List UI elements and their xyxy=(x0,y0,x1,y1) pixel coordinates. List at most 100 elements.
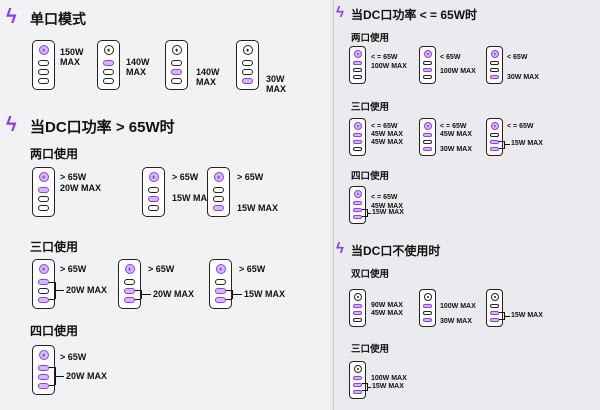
power-label: 100W MAX xyxy=(371,63,407,70)
usb-c-port-icon xyxy=(37,60,50,66)
right-panel: ϟ 当DC口功率 < = 65W时 两口使用 < = 65W 100W MAX … xyxy=(333,0,600,410)
charger-device xyxy=(142,167,165,217)
bracket-line xyxy=(362,216,367,218)
usb-c-port-icon xyxy=(212,205,225,211)
charger-device xyxy=(236,40,259,90)
usb-c-port-icon xyxy=(102,78,115,84)
usb-c-port-icon xyxy=(123,279,136,285)
dc-port-icon xyxy=(423,293,432,301)
charger-device xyxy=(486,46,503,84)
usb-c-port-icon xyxy=(353,208,362,212)
bracket-line xyxy=(49,299,55,301)
dc-port-icon xyxy=(490,293,499,301)
charger-device xyxy=(207,167,230,217)
subsection-title-dual-port: 双口使用 xyxy=(351,269,390,280)
charger-device xyxy=(419,46,436,84)
lightning-bolt-icon: ϟ xyxy=(6,114,17,136)
power-label: 100W MAX xyxy=(440,68,476,75)
power-label: 15W MAX xyxy=(172,193,214,203)
section-title-dc-unused: 当DC口不使用时 xyxy=(351,244,441,258)
subsection-title-four-port: 四口使用 xyxy=(30,324,79,338)
power-label: 15W MAX xyxy=(372,383,404,390)
dc-port-icon xyxy=(38,45,49,55)
usb-c-port-icon xyxy=(490,147,499,151)
bracket-line xyxy=(135,290,141,292)
charger-device xyxy=(97,40,120,90)
dc-port-icon xyxy=(490,122,499,130)
dc-port-icon xyxy=(353,190,362,198)
usb-c-port-icon xyxy=(423,68,432,72)
usb-c-port-icon xyxy=(37,383,50,389)
usb-c-port-icon xyxy=(37,288,50,294)
dc-port-icon xyxy=(423,122,432,130)
usb-c-port-icon xyxy=(170,60,183,66)
charger-device xyxy=(118,259,141,309)
power-label: > 65W xyxy=(60,172,87,182)
dc-port-icon xyxy=(215,264,226,274)
usb-c-port-icon xyxy=(490,311,499,315)
usb-c-port-icon xyxy=(353,133,362,137)
bracket-line xyxy=(55,290,64,292)
power-label: 45W MAX xyxy=(371,203,403,210)
bracket-line xyxy=(499,148,504,150)
usb-c-port-icon xyxy=(490,140,499,144)
charger-device xyxy=(165,40,188,90)
usb-c-port-icon xyxy=(423,311,432,315)
usb-c-port-icon xyxy=(353,390,362,394)
bracket-line xyxy=(367,387,371,389)
power-label: 20W MAX xyxy=(60,183,102,193)
charger-device xyxy=(349,46,366,84)
usb-c-port-icon xyxy=(241,78,254,84)
usb-c-port-icon xyxy=(353,318,362,322)
usb-c-port-icon xyxy=(353,215,362,219)
usb-c-port-icon xyxy=(214,279,227,285)
bracket-line xyxy=(504,144,510,146)
power-label: < = 65W xyxy=(440,123,467,130)
dc-port-icon xyxy=(423,50,432,58)
power-label: < 65W xyxy=(440,54,461,61)
bracket-line xyxy=(49,367,55,369)
usb-c-port-icon xyxy=(212,187,225,193)
usb-c-port-icon xyxy=(241,60,254,66)
usb-c-port-icon xyxy=(353,201,362,205)
usb-c-port-icon xyxy=(147,196,160,202)
dc-port-icon xyxy=(148,172,159,182)
usb-c-port-icon xyxy=(423,75,432,79)
power-label: < = 65W xyxy=(371,123,398,130)
usb-c-port-icon xyxy=(423,140,432,144)
power-label: 30W MAX xyxy=(507,74,539,81)
section-title-single-mode: 单口模式 xyxy=(30,11,86,27)
charger-device xyxy=(32,259,55,309)
usb-c-port-icon xyxy=(490,61,499,65)
bracket-line xyxy=(362,383,367,385)
bracket-line xyxy=(362,390,367,392)
usb-c-port-icon xyxy=(170,78,183,84)
dc-port-icon xyxy=(213,172,224,182)
power-label: 30W MAX xyxy=(440,146,472,153)
power-label: > 65W xyxy=(237,172,264,182)
usb-c-port-icon xyxy=(37,78,50,84)
charger-device xyxy=(32,167,55,217)
charger-device xyxy=(349,361,366,399)
usb-c-port-icon xyxy=(123,297,136,303)
bracket-line xyxy=(499,312,504,314)
power-label: 140W MAX xyxy=(126,57,150,78)
section-title-dc-gt-65w: 当DC口功率 > 65W时 xyxy=(30,119,175,136)
usb-c-port-icon xyxy=(102,60,115,66)
usb-c-port-icon xyxy=(241,69,254,75)
charger-device xyxy=(419,118,436,156)
usb-c-port-icon xyxy=(490,304,499,308)
left-panel: ϟ 单口模式 150W MAX 140W MAX 140W MAX 30W MA… xyxy=(0,0,330,410)
usb-c-port-icon xyxy=(353,383,362,387)
bracket-line xyxy=(135,299,141,301)
bracket-line xyxy=(55,376,64,378)
usb-c-port-icon xyxy=(353,140,362,144)
power-label: < = 65W xyxy=(507,123,534,130)
subsection-title-four-port: 四口使用 xyxy=(351,171,390,182)
lightning-bolt-icon: ϟ xyxy=(6,6,17,28)
usb-c-port-icon xyxy=(37,205,50,211)
subsection-title-three-port: 三口使用 xyxy=(30,240,79,254)
power-label: 20W MAX xyxy=(66,371,108,381)
bracket-line xyxy=(232,294,242,296)
usb-c-port-icon xyxy=(37,196,50,202)
